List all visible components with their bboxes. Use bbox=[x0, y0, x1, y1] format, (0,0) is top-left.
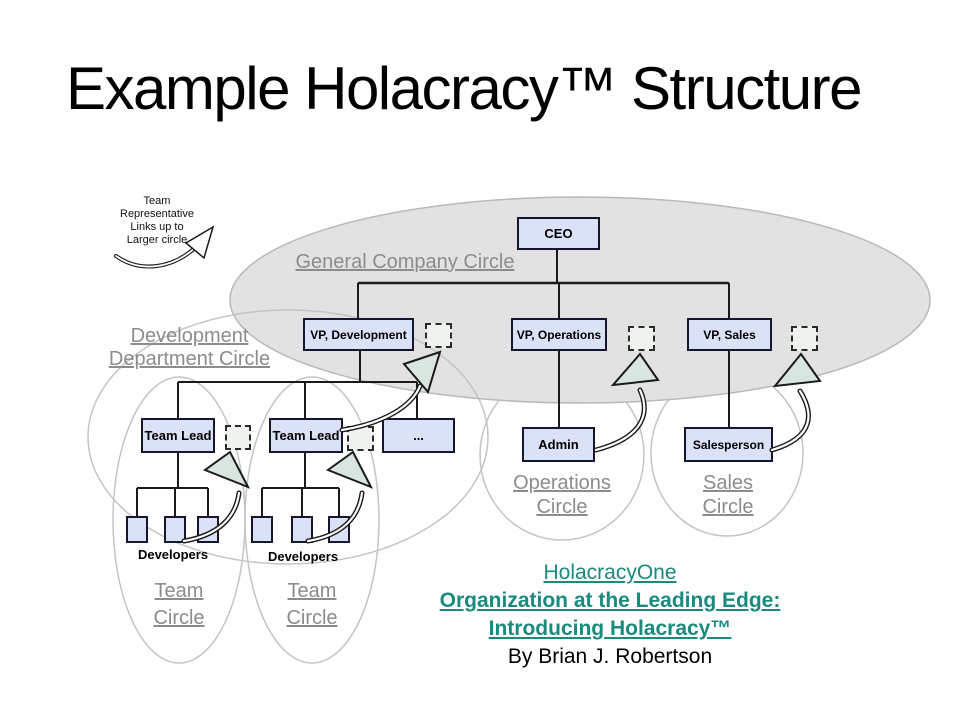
general-company-circle-label: General Company Circle bbox=[295, 251, 515, 273]
developer-box-1 bbox=[126, 516, 148, 543]
team-circle-2-ellipse bbox=[244, 376, 380, 664]
team-circle-2-line1: Team bbox=[287, 580, 337, 602]
developer-box-2 bbox=[164, 516, 186, 543]
sales-label-line2: Circle bbox=[702, 496, 754, 518]
team-circle-1-line1: Team bbox=[154, 580, 204, 602]
author-byline: By Brian J. Robertson bbox=[507, 645, 713, 668]
article-link-line2[interactable]: Introducing Holacracy™ bbox=[488, 617, 732, 640]
rep-slot-team-lead-2 bbox=[347, 426, 374, 451]
operations-label-line2: Circle bbox=[536, 496, 588, 518]
developer-box-6 bbox=[328, 516, 350, 543]
development-department-circle-label: Development Department Circle bbox=[92, 325, 287, 371]
vp-development-box: VP, Development bbox=[303, 318, 414, 351]
team-circle-1-label: Team Circle bbox=[129, 578, 229, 632]
admin-box: Admin bbox=[522, 427, 595, 462]
rep-slot-vp-development bbox=[425, 323, 452, 348]
slide-title: Example Holacracy™ Structure bbox=[66, 55, 862, 122]
developer-box-4 bbox=[251, 516, 273, 543]
salesperson-box: Salesperson bbox=[684, 427, 773, 462]
vp-operations-box: VP, Operations bbox=[511, 318, 607, 351]
development-department-circle-ellipse bbox=[87, 309, 489, 565]
holacracyone-link[interactable]: HolacracyOne bbox=[543, 561, 677, 584]
operations-circle-label: Operations Circle bbox=[482, 471, 642, 519]
vp-sales-box: VP, Sales bbox=[687, 318, 772, 351]
team-circle-2-label: Team Circle bbox=[262, 578, 362, 632]
development-label-line1: Development bbox=[130, 325, 249, 347]
developer-box-5 bbox=[291, 516, 313, 543]
developers-label-1: Developers bbox=[137, 547, 209, 562]
ceo-box: CEO bbox=[517, 217, 600, 250]
legend-line4: Larger circle bbox=[126, 234, 188, 246]
rep-slot-vp-sales bbox=[791, 326, 818, 351]
legend-line2: Representative bbox=[120, 208, 194, 220]
development-label-line2: Department Circle bbox=[108, 348, 271, 370]
team-circle-1-line2: Circle bbox=[153, 607, 205, 629]
sales-label-line1: Sales bbox=[702, 472, 754, 494]
operations-label-line1: Operations bbox=[513, 472, 611, 494]
developer-box-3 bbox=[197, 516, 219, 543]
developers-label-2: Developers bbox=[267, 549, 339, 564]
legend-line3: Links up to bbox=[130, 221, 184, 233]
more-teams-box: ... bbox=[382, 418, 455, 453]
rep-slot-vp-operations bbox=[628, 326, 655, 351]
sales-circle-label: Sales Circle bbox=[650, 471, 806, 519]
team-representative-legend: Team Representative Links up to Larger c… bbox=[92, 195, 222, 247]
citation-block: HolacracyOne Organization at the Leading… bbox=[400, 559, 820, 671]
legend-line1: Team bbox=[143, 195, 171, 207]
article-link-line1[interactable]: Organization at the Leading Edge: bbox=[439, 589, 781, 612]
team-circle-2-line2: Circle bbox=[286, 607, 338, 629]
team-lead-1-box: Team Lead bbox=[141, 418, 215, 453]
team-lead-2-box: Team Lead bbox=[269, 418, 343, 453]
rep-slot-team-lead-1 bbox=[225, 425, 251, 450]
